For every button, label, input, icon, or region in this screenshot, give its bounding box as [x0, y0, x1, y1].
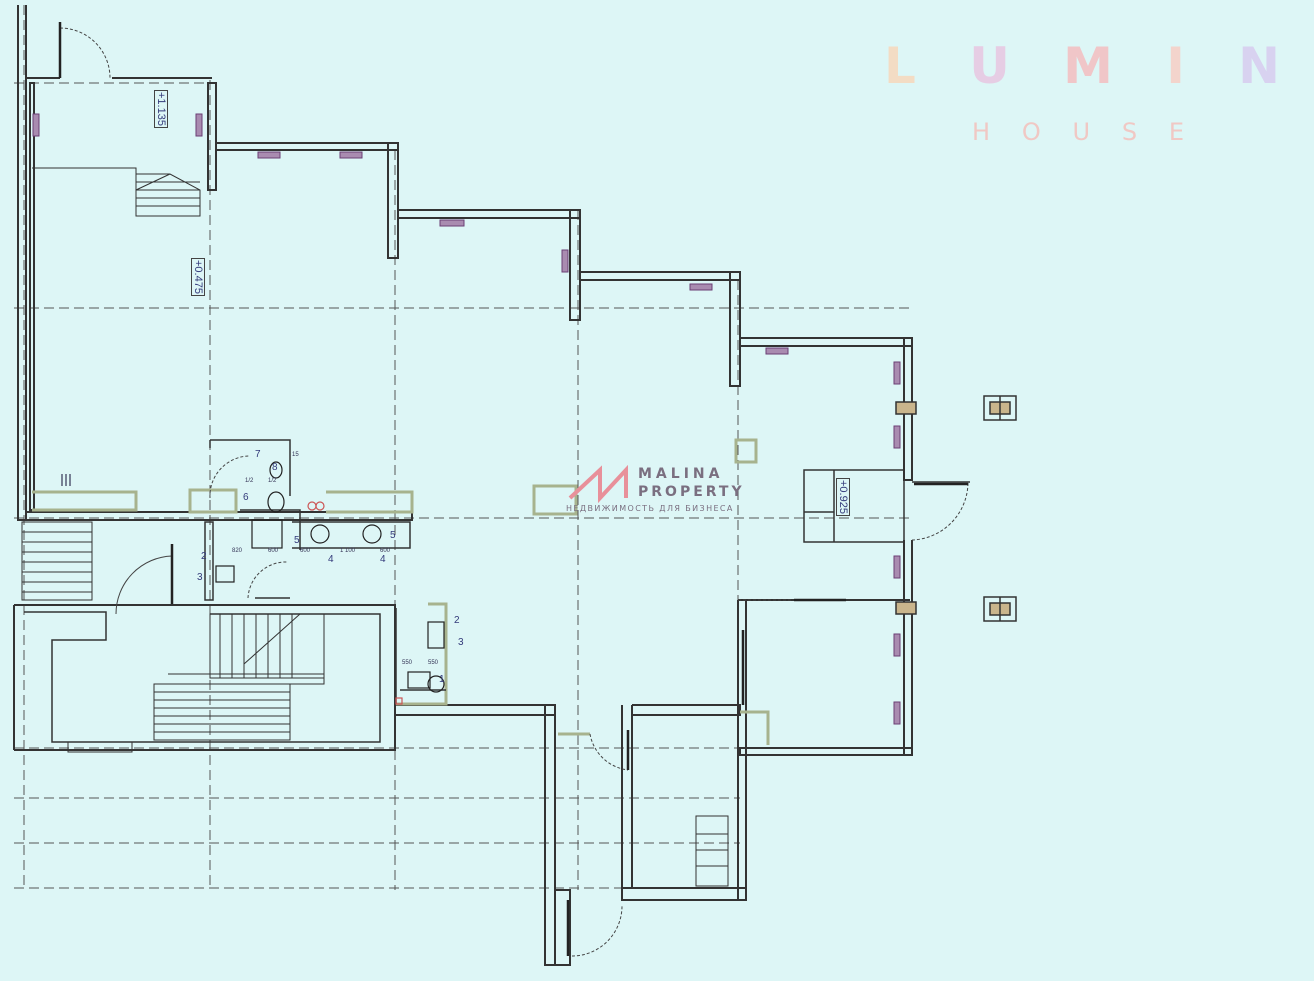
fixture-number: 3 — [197, 572, 203, 583]
dimension-text: 1/2 — [268, 478, 277, 484]
malina-line2: PROPERTY — [638, 484, 745, 500]
elevation-mark: +0.925 — [836, 478, 850, 516]
radiator-niches — [32, 113, 901, 725]
lift-platform — [803, 469, 970, 543]
stair-lower-left — [21, 521, 93, 601]
house-letter: E — [1168, 118, 1184, 146]
dimension-text: 600 — [380, 548, 391, 554]
elevation-mark: +1.135 — [154, 90, 168, 128]
fixture-number: 8 — [272, 462, 278, 473]
lumin-letter: L — [884, 37, 916, 95]
grid-lines — [14, 5, 910, 890]
fixture-number: 2 — [201, 551, 207, 562]
restroom-walls — [24, 439, 446, 743]
dimension-text: 600 — [300, 548, 311, 554]
malina-property-watermark: MALINA PROPERTY НЕДВИЖИМОСТЬ ДЛЯ БИЗНЕСА — [562, 466, 758, 516]
stair-top-left — [32, 167, 201, 217]
malina-line1: MALINA — [638, 466, 724, 482]
fixture-number: 2 — [454, 615, 460, 626]
stair-lower-right — [695, 815, 729, 887]
door-leaves — [58, 22, 968, 956]
sanitary-fixtures — [61, 461, 445, 705]
lumin-logo: L U M I N — [884, 36, 1280, 96]
fixture-number: 4 — [328, 554, 334, 565]
dimension-text: 1/2 — [245, 478, 254, 484]
dimension-text: 820 — [232, 548, 243, 554]
fixture-number: 6 — [243, 492, 249, 503]
stair-main — [67, 613, 325, 753]
house-wordmark: H O U S E — [972, 118, 1184, 146]
partitions — [32, 438, 770, 745]
house-letter: H — [972, 118, 991, 146]
fixture-number: 5 — [294, 535, 300, 546]
fixture-number: 4 — [380, 554, 386, 565]
structural-columns — [895, 395, 1017, 622]
malina-tagline: НЕДВИЖИМОСТЬ ДЛЯ БИЗНЕСА — [566, 504, 734, 513]
malina-logo-mark — [568, 464, 628, 504]
fixture-number: 7 — [255, 449, 261, 460]
door-swings — [59, 27, 969, 957]
dimension-text: 550 — [402, 660, 413, 666]
lumin-letter: I — [1166, 37, 1185, 95]
fixture-number: 3 — [458, 637, 464, 648]
fixture-number: 1 — [439, 674, 445, 685]
house-letter: S — [1121, 118, 1138, 146]
lumin-letter: N — [1238, 37, 1280, 95]
fixture-number: 5 — [390, 530, 396, 541]
elevation-mark: +0.475 — [191, 258, 205, 296]
dimension-text: 600 — [268, 548, 279, 554]
dimension-text: 1 100 — [340, 548, 356, 554]
lumin-letter: M — [1063, 37, 1113, 95]
house-letter: U — [1072, 118, 1091, 146]
dimension-text: 550 — [428, 660, 439, 666]
lumin-letter: U — [969, 37, 1010, 95]
exterior-walls — [13, 5, 913, 966]
dimension-text: 15 — [292, 452, 299, 458]
house-letter: O — [1021, 118, 1041, 146]
